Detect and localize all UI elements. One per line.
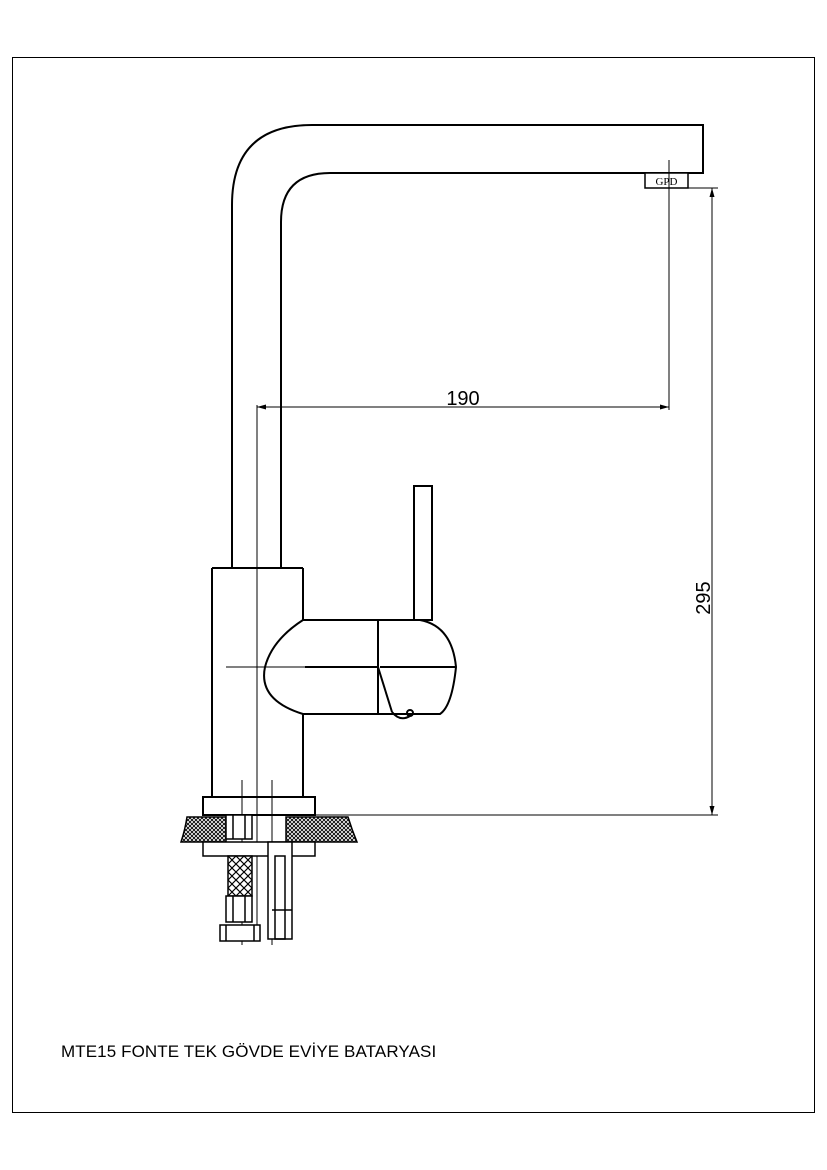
dimension-height <box>315 187 718 816</box>
flexible-hose <box>219 814 261 942</box>
aerator: GPD <box>644 172 689 189</box>
dimension-reach-value: 190 <box>446 388 479 410</box>
faucet-spout <box>231 124 704 568</box>
dimension-height-value: 295 <box>693 581 715 614</box>
lever-handle <box>377 485 458 720</box>
dimension-reach <box>257 160 670 410</box>
drawing-title: MTE15 FONTE TEK GÖVDE EVİYE BATARYASI <box>61 1042 437 1061</box>
mounting-stud <box>202 841 316 940</box>
aerator-label: GPD <box>655 176 677 188</box>
countertop-section <box>179 816 359 843</box>
base-flange <box>202 796 316 816</box>
drawing-frame <box>12 57 815 1113</box>
